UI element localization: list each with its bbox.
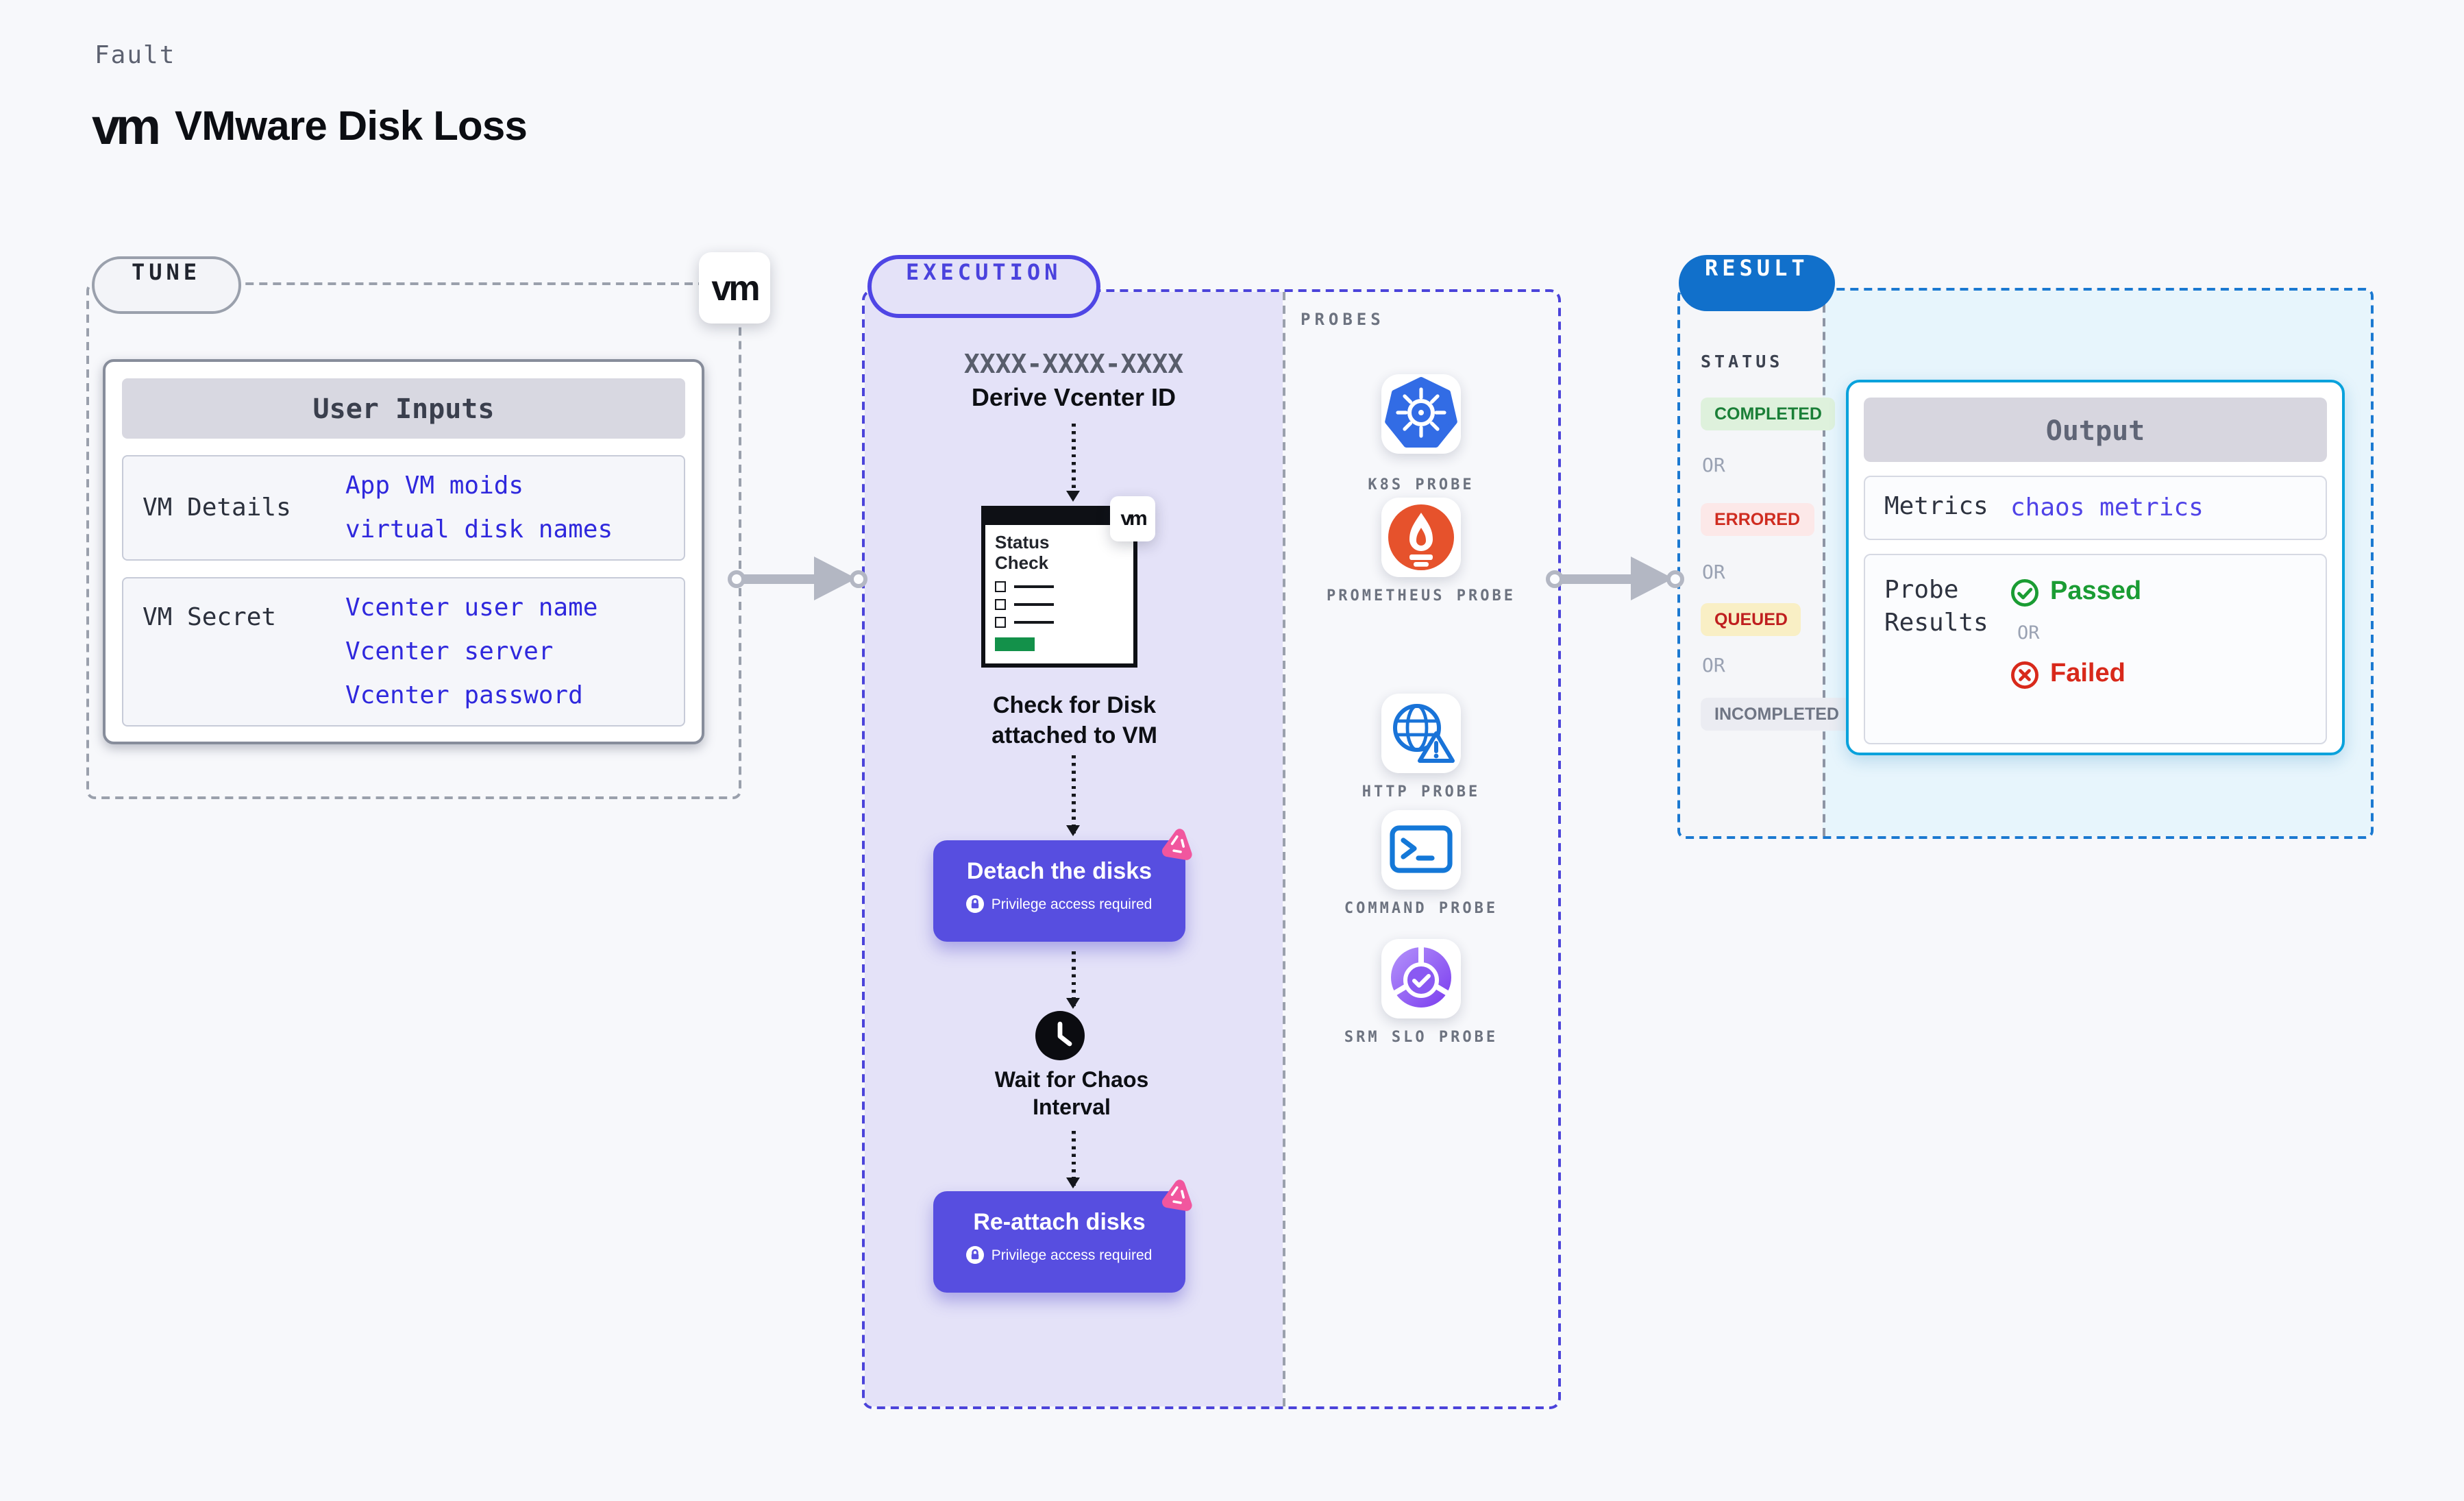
text-line bbox=[1014, 602, 1054, 606]
lock-icon bbox=[966, 895, 985, 913]
connector-arrow bbox=[744, 574, 815, 584]
metrics-label: Metrics bbox=[1884, 492, 1988, 522]
connector-arrowhead-icon bbox=[1631, 557, 1673, 600]
status-badge-completed: COMPLETED bbox=[1701, 398, 1836, 430]
prometheus-probe-icon bbox=[1381, 498, 1461, 577]
probes-title: PROBES bbox=[1301, 310, 1385, 329]
probe-results-row: Probe Results Passed OR bbox=[1864, 554, 2327, 744]
vmware-logo-icon: vm bbox=[92, 99, 161, 155]
metrics-value: chaos metrics bbox=[2010, 493, 2204, 522]
green-button-bar bbox=[995, 637, 1035, 651]
wait-chaos-label: Wait for Chaos Interval bbox=[994, 1069, 1149, 1121]
status-badge-queued: QUEUED bbox=[1701, 603, 1801, 636]
tune-badge: TUNE bbox=[92, 256, 241, 314]
k8s-probe-label: K8S PROBE bbox=[1368, 476, 1475, 493]
or-separator: OR bbox=[1702, 562, 1725, 584]
status-output-divider bbox=[1823, 291, 1825, 836]
srm-slo-probe-label: SRM SLO PROBE bbox=[1344, 1028, 1499, 1046]
failed-label: Failed bbox=[2050, 659, 2126, 688]
execution-badge: EXECUTION bbox=[867, 255, 1100, 318]
vm-details-value: virtual disk names bbox=[345, 515, 613, 544]
status-check-window: Status Check bbox=[981, 506, 1137, 668]
k8s-probe-icon bbox=[1381, 374, 1461, 454]
probes-left-divider bbox=[1283, 292, 1285, 1406]
vm-secret-label: VM Secret bbox=[143, 603, 277, 632]
or-separator: OR bbox=[1702, 455, 1725, 477]
or-separator: OR bbox=[1702, 655, 1725, 677]
checkbox-icon bbox=[995, 598, 1006, 610]
litmus-chaos-icon bbox=[1161, 829, 1192, 860]
connector-arrow bbox=[1562, 574, 1631, 584]
vmware-logo-icon: vm bbox=[699, 252, 770, 324]
reattach-disks-button[interactable]: Re-attach disks Privilege access require… bbox=[933, 1191, 1185, 1293]
connector-end-circle bbox=[850, 570, 867, 588]
check-disk-label: Check for Disk attached to VM bbox=[991, 692, 1157, 749]
checklist-item bbox=[995, 616, 1124, 628]
checkbox-icon bbox=[995, 581, 1006, 592]
status-check-title: Status Check bbox=[995, 532, 1050, 573]
fault-eyebrow: Fault bbox=[95, 41, 176, 70]
table-row: VM Secret Vcenter user name Vcenter serv… bbox=[122, 577, 685, 727]
command-probe-icon bbox=[1381, 810, 1461, 890]
command-probe-label: COMMAND PROBE bbox=[1344, 899, 1499, 917]
vm-secret-value: Vcenter password bbox=[345, 681, 583, 710]
reattach-disks-label: Re-attach disks bbox=[973, 1209, 1146, 1235]
or-separator: OR bbox=[2017, 622, 2040, 644]
connector-start-circle bbox=[728, 570, 746, 588]
result-section-box: STATUS COMPLETED OR ERRORED OR QUEUED OR… bbox=[1677, 288, 2374, 839]
text-line bbox=[1014, 585, 1054, 588]
privilege-note: Privilege access required bbox=[991, 896, 1153, 912]
flow-arrow-down-icon bbox=[1067, 1131, 1079, 1188]
connector-arrowhead-icon bbox=[814, 557, 857, 600]
connector-start-circle bbox=[1546, 570, 1564, 588]
vm-secret-value: Vcenter user name bbox=[345, 594, 598, 622]
status-badge-incompleted: INCOMPLETED bbox=[1701, 698, 1853, 731]
clock-icon bbox=[1035, 1011, 1085, 1060]
status-title: STATUS bbox=[1701, 351, 1784, 371]
checklist-item bbox=[995, 581, 1124, 592]
vm-details-value: App VM moids bbox=[345, 472, 524, 500]
status-badge-errored: ERRORED bbox=[1701, 503, 1814, 536]
page-title-row: vm VMware Disk Loss bbox=[92, 99, 528, 156]
checkbox-icon bbox=[995, 616, 1006, 628]
text-line bbox=[1014, 620, 1054, 624]
check-circle-icon bbox=[2010, 578, 2039, 607]
result-badge: RESULT bbox=[1679, 255, 1835, 311]
flow-arrow-down-icon bbox=[1067, 424, 1079, 502]
connector-end-circle bbox=[1666, 570, 1684, 588]
http-probe-icon bbox=[1381, 694, 1461, 773]
srm-slo-probe-icon bbox=[1381, 939, 1461, 1018]
execution-section-box: XXXX-XXXX-XXXX Derive Vcenter ID Status … bbox=[862, 289, 1561, 1409]
detach-disks-button[interactable]: Detach the disks Privilege access requir… bbox=[933, 840, 1185, 942]
privilege-note: Privilege access required bbox=[991, 1247, 1153, 1263]
user-inputs-card: User Inputs VM Details App VM moids virt… bbox=[103, 359, 704, 744]
page-title: VMware Disk Loss bbox=[174, 104, 528, 149]
tune-section-box bbox=[86, 282, 741, 799]
output-title: Output bbox=[1864, 398, 2327, 462]
derive-vcenter-label: Derive Vcenter ID bbox=[971, 384, 1176, 411]
checklist-item bbox=[995, 598, 1124, 610]
user-inputs-title: User Inputs bbox=[122, 378, 685, 439]
vm-secret-value: Vcenter server bbox=[345, 637, 554, 666]
vmware-logo-icon: vm bbox=[1110, 496, 1155, 541]
vm-details-label: VM Details bbox=[143, 493, 291, 522]
prometheus-probe-label: PROMETHEUS PROBE bbox=[1327, 587, 1516, 605]
lock-icon bbox=[966, 1246, 985, 1264]
detach-disks-label: Detach the disks bbox=[966, 858, 1153, 884]
flow-arrow-down-icon bbox=[1067, 951, 1079, 1009]
x-circle-icon bbox=[2010, 660, 2039, 689]
window-titlebar bbox=[985, 510, 1133, 525]
litmus-chaos-icon bbox=[1161, 1180, 1192, 1211]
passed-label: Passed bbox=[2050, 577, 2142, 606]
http-probe-label: HTTP PROBE bbox=[1362, 783, 1481, 801]
metrics-row: Metrics chaos metrics bbox=[1864, 476, 2327, 540]
flow-arrow-down-icon bbox=[1067, 755, 1079, 836]
probe-results-label: Probe Results bbox=[1884, 576, 1988, 638]
table-row: VM Details App VM moids virtual disk nam… bbox=[122, 455, 685, 561]
output-card: Output Metrics chaos metrics Probe Resul… bbox=[1846, 380, 2345, 755]
derive-vcenter-code: XXXX-XXXX-XXXX bbox=[963, 350, 1184, 380]
